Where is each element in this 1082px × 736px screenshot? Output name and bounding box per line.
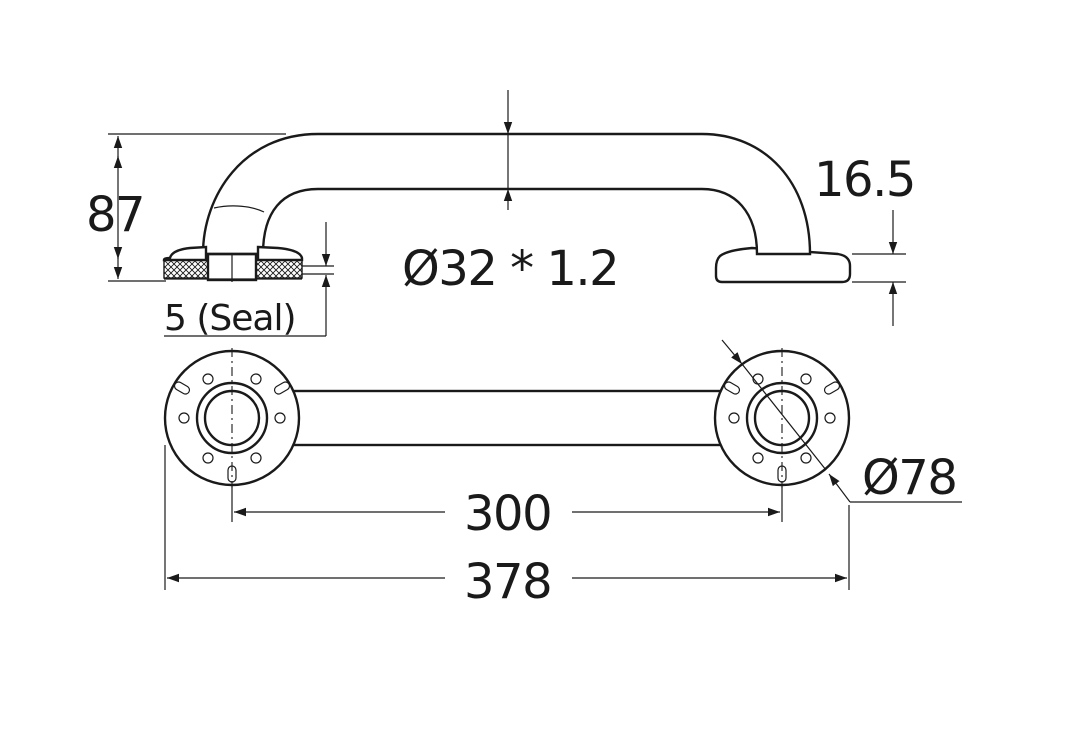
right-flange-plate xyxy=(713,348,851,488)
flange-diameter-label: Ø78 xyxy=(862,450,956,506)
tube-highlight xyxy=(213,205,265,213)
dimension-overall-length: 378 xyxy=(164,445,850,610)
top-bar xyxy=(288,389,732,447)
dimension-seal: 5 (Seal) xyxy=(164,222,334,339)
overall-length-label: 378 xyxy=(464,554,551,610)
height-label: 87 xyxy=(86,187,144,243)
left-flange xyxy=(162,245,304,282)
left-flange-plate xyxy=(163,348,301,488)
dimension-tube: Ø32 * 1.2 xyxy=(402,90,620,297)
flange-thickness-label: 16.5 xyxy=(814,152,915,208)
tube-label: Ø32 * 1.2 xyxy=(402,241,618,297)
side-view: 87 5 (Seal) Ø32 * 1.2 16.5 xyxy=(86,90,916,339)
top-view: Ø78 300 378 xyxy=(163,339,962,610)
tube-body xyxy=(201,132,812,256)
center-distance-label: 300 xyxy=(464,486,551,542)
dimension-height: 87 xyxy=(86,133,286,282)
right-seal-hatch xyxy=(255,259,303,279)
dimension-center-distance: 300 xyxy=(231,484,783,542)
dimension-flange-thickness: 16.5 xyxy=(814,152,916,326)
left-seal-hatch xyxy=(163,259,209,279)
dimension-flange-diameter: Ø78 xyxy=(721,339,962,506)
seal-label: 5 (Seal) xyxy=(164,298,296,339)
right-flange-base xyxy=(714,246,852,284)
